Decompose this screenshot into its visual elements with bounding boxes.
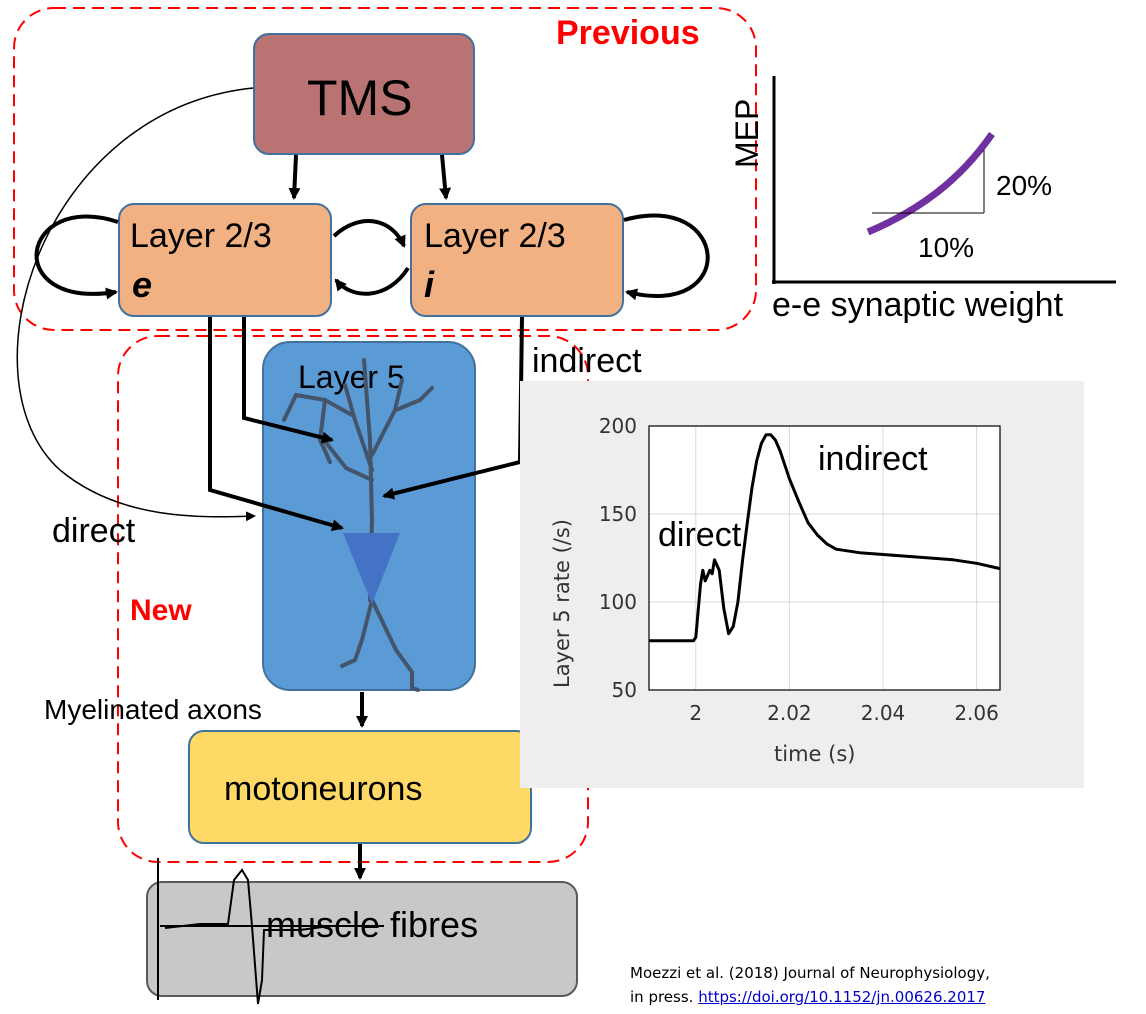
y-tick-label: 200 [599,414,637,438]
mep-dx-label: 10% [918,232,975,263]
previous-region [13,7,757,331]
tms-to-i-arrow [439,154,452,200]
citation-text2: in press. [630,988,699,1006]
y-tick-label: 100 [599,590,637,614]
rate-chart-ylabel: Layer 5 rate (/s) [550,519,574,688]
i-to-e-loop [334,266,410,296]
layer23-i-sublabel: i [424,264,435,305]
doi-link[interactable]: https://doi.org/10.1152/jn.00626.2017 [698,988,986,1006]
citation-text: Moezzi et al. (2018) Journal of Neurophy… [630,964,990,982]
muscle-fibres-node: muscle fibres [146,881,578,997]
layer23-e-node: Layer 2/3 e [118,203,332,317]
emg-trace [157,858,384,1005]
direct-label: direct [52,512,136,550]
rate-series-line [649,433,1001,643]
mep-xlabel: e-e synaptic weight [772,286,1064,324]
tms-node: TMS [253,33,475,155]
tms-to-e-arrow [288,154,301,200]
e-to-layer5-dendrite-arrow [242,317,334,444]
indirect-label: indirect [532,342,642,380]
e-to-layer5-soma-arrow [208,317,344,531]
x-tick-label: 2.04 [861,701,906,725]
x-tick-label: 2.02 [767,701,812,725]
i-self-loop [623,213,710,301]
y-tick-label: 50 [612,678,637,702]
rate-chart-annotation-indirect: indirect [818,440,928,478]
myelinated-axons-label: Myelinated axons [44,694,262,725]
rate-plot-frame [648,425,1001,691]
citation-line1: Moezzi et al. (2018) Journal of Neurophy… [630,966,990,981]
muscle-fibres-label: muscle fibres [266,904,479,945]
tms-direct-curve [16,87,256,522]
citation-line2: in press. https://doi.org/10.1152/jn.006… [630,990,985,1005]
rate-chart-annotation-direct: direct [658,516,742,554]
e-to-i-loop [332,219,406,248]
new-region-label: New [130,594,192,627]
mep-dy-label: 20% [996,170,1053,201]
e-self-loop [34,214,119,300]
motoneurons-node: motoneurons [188,730,532,844]
layer23-e-sublabel: e [132,264,153,305]
previous-region-label: Previous [556,14,700,52]
x-tick-label: 2 [689,701,702,725]
rate-chart-xlabel: time (s) [774,742,856,766]
layer23-i-label: Layer 2/3 [424,217,566,255]
mep-curve [866,132,995,236]
tms-label: TMS [307,70,413,126]
layer23-i-node: Layer 2/3 i [410,203,624,317]
x-tick-label: 2.06 [954,701,999,725]
layer5-label: Layer 5 [298,359,405,395]
layer23-e-label: Layer 2/3 [130,217,272,255]
y-tick-label: 150 [599,502,637,526]
neuron-soma [343,533,400,604]
motoneurons-label: motoneurons [224,770,423,808]
